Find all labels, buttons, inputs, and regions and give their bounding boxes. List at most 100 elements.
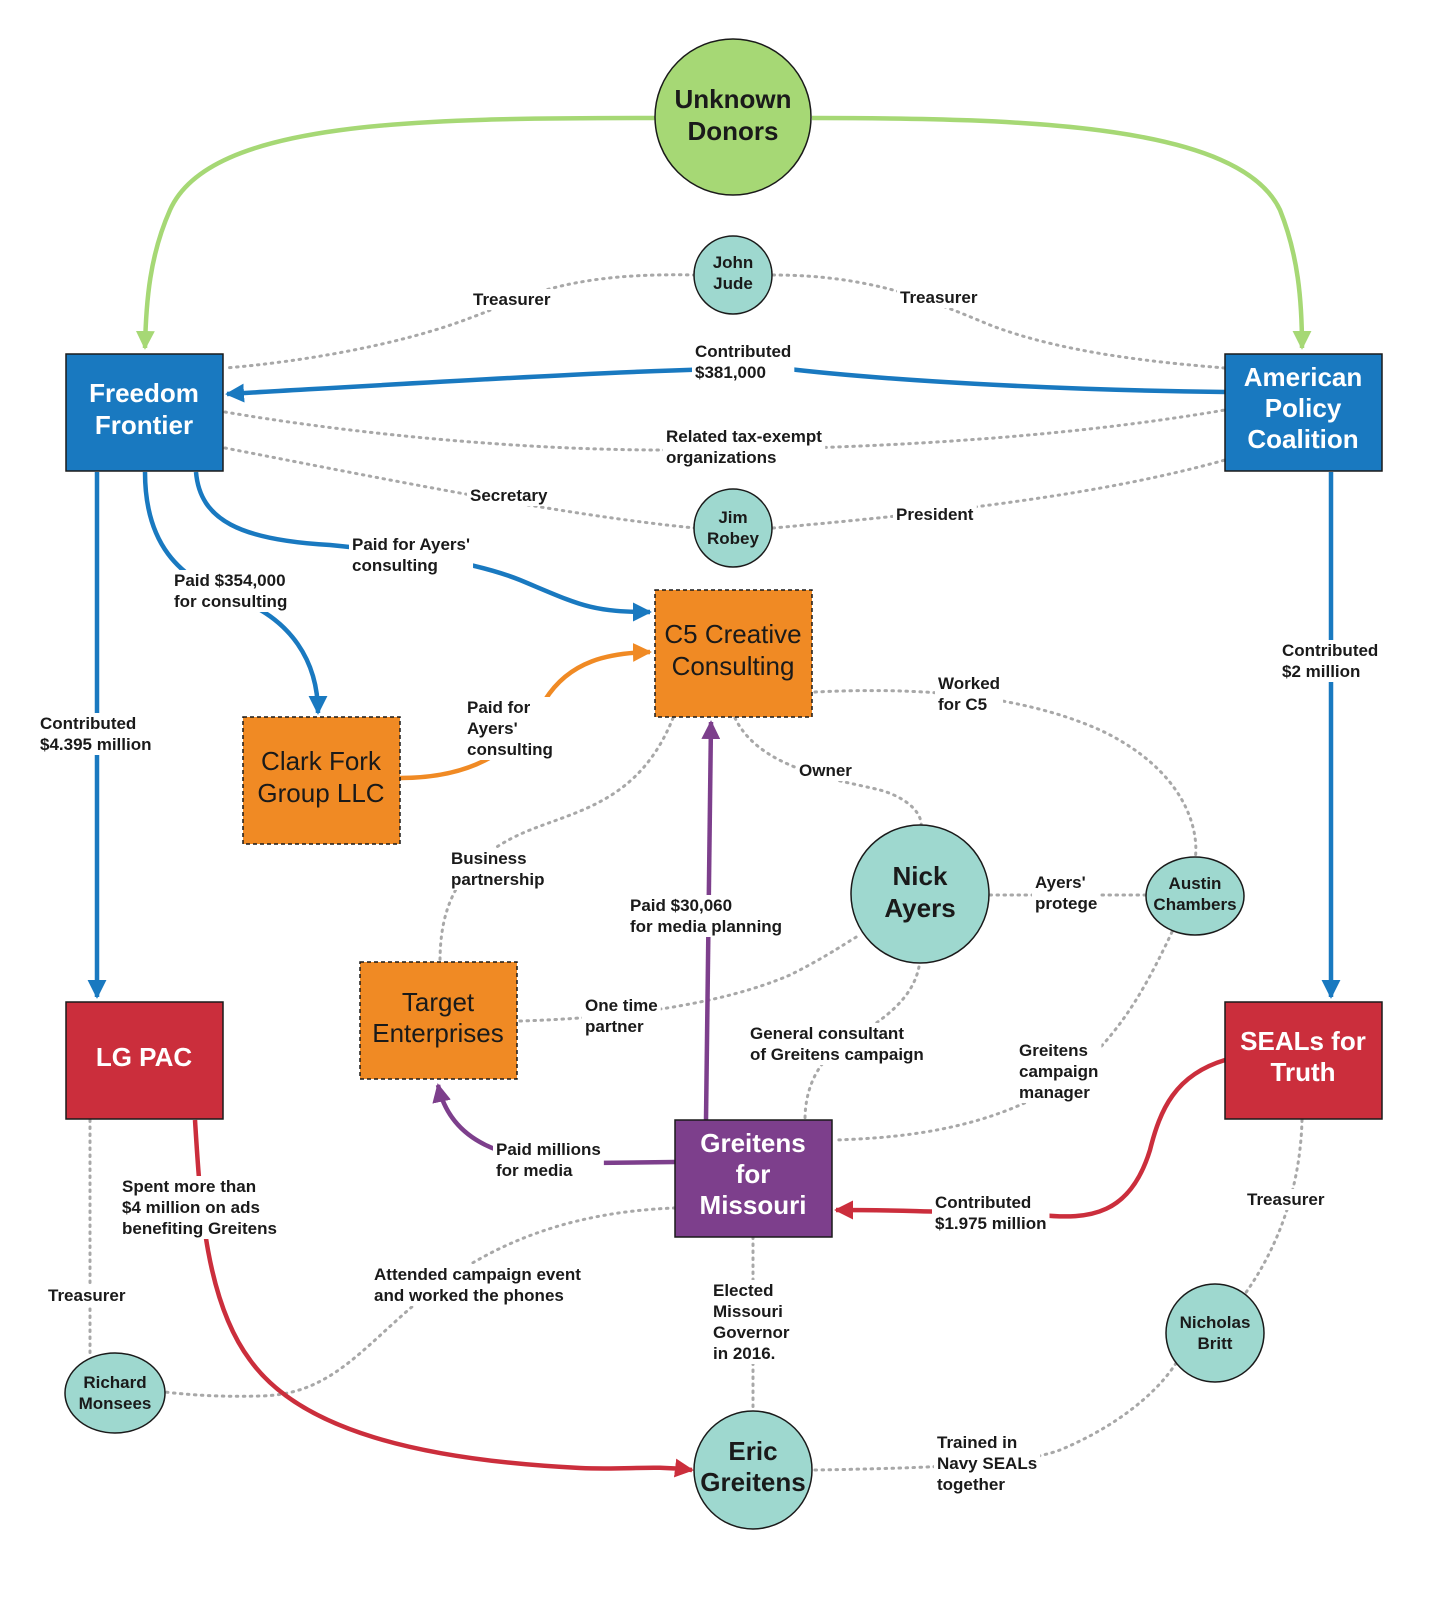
label-c5-creative-consulting-line-1: C5 Creative (664, 619, 801, 649)
edge-label-apc-ff-contributed-line-1: Contributed (695, 342, 791, 361)
node-c5-creative-consulting[interactable] (654, 589, 813, 718)
edge-label-gfm-target-paid-bg (493, 1139, 604, 1181)
edge-label-apc-seals-contributed: Contributed$2 million (1282, 641, 1378, 681)
edge-label-campaign-manager-line-1: Greitens (1019, 1041, 1088, 1060)
edge-label-ff-lgpac-contributed: Contributed$4.395 million (40, 714, 152, 754)
label-jim-robey-line-1: Jim (718, 508, 747, 527)
edge-label-campaign-manager-line-3: manager (1019, 1083, 1090, 1102)
label-austin-chambers-line-1: Austin (1169, 874, 1222, 893)
edge-label-clark-c5-paid-line-3: consulting (467, 740, 553, 759)
edge-donors-apc (811, 115, 1312, 350)
edge-label-general-consultant-bg (747, 1023, 927, 1065)
edge-robey-apc (771, 458, 1227, 530)
edge-label-trained-seals-line-3: together (937, 1475, 1005, 1494)
node-lg-pac[interactable] (65, 1001, 224, 1120)
edge-owner (733, 716, 923, 832)
edge-label-one-time-partner-bg (582, 995, 661, 1037)
edge-label-related-tax-exempt-bg (663, 426, 826, 468)
edge-label-ff-clark-paid-bg (171, 570, 291, 612)
node-freedom-frontier[interactable] (65, 353, 224, 472)
edge-label-jude-apc-treasurer-bg (897, 287, 981, 308)
edge-label-worked-for-c5-line-1: Worked (938, 674, 1000, 693)
label-greitens-for-missouri-line-2: for (736, 1159, 771, 1189)
label-unknown-donors-line-1: Unknown (675, 84, 792, 114)
label-richard-monsees-line-2: Monsees (79, 1394, 152, 1413)
label-clark-fork-group-line-2: Group LLC (257, 778, 384, 808)
label-seals-for-truth-line-2: Truth (1271, 1057, 1336, 1087)
edge-label-seals-gfm-contributed-line-1: Contributed (935, 1193, 1031, 1212)
edge-label-apc-ff-contributed-bg (692, 341, 795, 383)
edge-label-attended-event-bg (371, 1264, 585, 1306)
edge-label-ff-clark-paid-line-2: for consulting (174, 592, 287, 611)
edge-label-lgpac-treasurer-line-1: Treasurer (48, 1286, 126, 1305)
node-john-jude[interactable] (693, 235, 773, 315)
node-austin-chambers[interactable] (1145, 856, 1245, 936)
label-target-enterprises-line-2: Enterprises (372, 1018, 504, 1048)
edge-label-elected-governor-line-4: in 2016. (713, 1344, 775, 1363)
node-clark-fork-group[interactable] (242, 716, 401, 845)
edge-labels: Treasurer Treasurer Contributed$381,000 … (37, 287, 1382, 1495)
label-greitens-for-missouri-line-1: Greitens (700, 1128, 806, 1158)
edge-label-seals-treasurer-bg (1244, 1189, 1328, 1210)
edge-label-trained-seals-line-1: Trained in (937, 1433, 1017, 1452)
edge-label-lgpac-spent-bg (119, 1176, 280, 1239)
edge-label-elected-governor-line-1: Elected (713, 1281, 773, 1300)
edge-label-clark-c5-paid-line-1: Paid for (467, 698, 531, 717)
edge-label-seals-gfm-contributed-bg (932, 1192, 1050, 1234)
edge-label-owner-line-1: Owner (799, 761, 852, 780)
edge-label-ayers-protege: Ayers'protege (1035, 873, 1097, 913)
label-nick-ayers-line-1: Nick (893, 861, 948, 891)
edge-label-gfm-c5-paid-bg (627, 895, 786, 937)
node-nicholas-britt[interactable] (1165, 1283, 1265, 1383)
edge-label-ff-c5-paid-line-1: Paid for Ayers' (352, 535, 470, 554)
label-nicholas-britt-line-1: Nicholas (1180, 1313, 1251, 1332)
label-american-policy-coalition-line-1: American (1244, 362, 1363, 392)
edge-label-related-tax-exempt-line-1: Related tax-exempt (666, 427, 822, 446)
edge-label-seals-gfm-contributed: Contributed $1.975 million (935, 1193, 1047, 1233)
edge-label-one-time-partner-line-1: One time (585, 996, 658, 1015)
node-greitens-for-missouri[interactable] (674, 1119, 833, 1238)
node-jim-robey[interactable] (693, 488, 773, 568)
node-eric-greitens[interactable] (693, 1410, 813, 1530)
label-lg-pac-line-1: LG PAC (96, 1042, 193, 1072)
node-seals-for-truth[interactable] (1224, 1001, 1383, 1120)
label-nick-ayers-line-2: Ayers (884, 893, 955, 923)
edge-jude-ff (223, 273, 697, 370)
node-american-policy-coalition[interactable] (1224, 353, 1383, 472)
label-seals-for-truth-line-1: SEALs for (1240, 1026, 1366, 1056)
label-american-policy-coalition-line-2: Policy (1265, 393, 1342, 423)
edge-jude-apc (771, 273, 1227, 370)
label-freedom-frontier-line-1: Freedom (89, 378, 199, 408)
edge-label-lgpac-treasurer-bg (45, 1285, 129, 1306)
edge-label-clark-c5-paid-bg (464, 697, 556, 760)
edge-label-elected-governor-bg (710, 1280, 793, 1364)
edge-label-jude-ff-treasurer-line-1: Treasurer (473, 290, 551, 309)
edge-label-robey-president: President (896, 505, 974, 524)
node-richard-monsees[interactable] (64, 1352, 166, 1434)
edge-label-attended-event-line-2: and worked the phones (374, 1286, 564, 1305)
edge-label-seals-gfm-contributed-line-2: $1.975 million (935, 1214, 1047, 1233)
node-unknown-donors[interactable] (654, 38, 812, 196)
label-c5-creative-consulting-line-2: Consulting (672, 651, 795, 681)
label-jim-robey-line-2: Robey (707, 529, 760, 548)
label-austin-chambers-line-2: Chambers (1153, 895, 1236, 914)
edge-label-lgpac-treasurer: Treasurer (48, 1286, 126, 1305)
label-eric-greitens-line-2: Greitens (700, 1467, 806, 1497)
node-nick-ayers[interactable] (850, 824, 990, 964)
node-target-enterprises[interactable] (359, 961, 518, 1080)
edge-label-robey-secretary: Secretary (470, 486, 548, 505)
edge-label-apc-seals-contributed-line-2: $2 million (1282, 662, 1360, 681)
edge-label-jude-ff-treasurer: Treasurer (473, 290, 551, 309)
label-unknown-donors-line-2: Donors (688, 116, 779, 146)
